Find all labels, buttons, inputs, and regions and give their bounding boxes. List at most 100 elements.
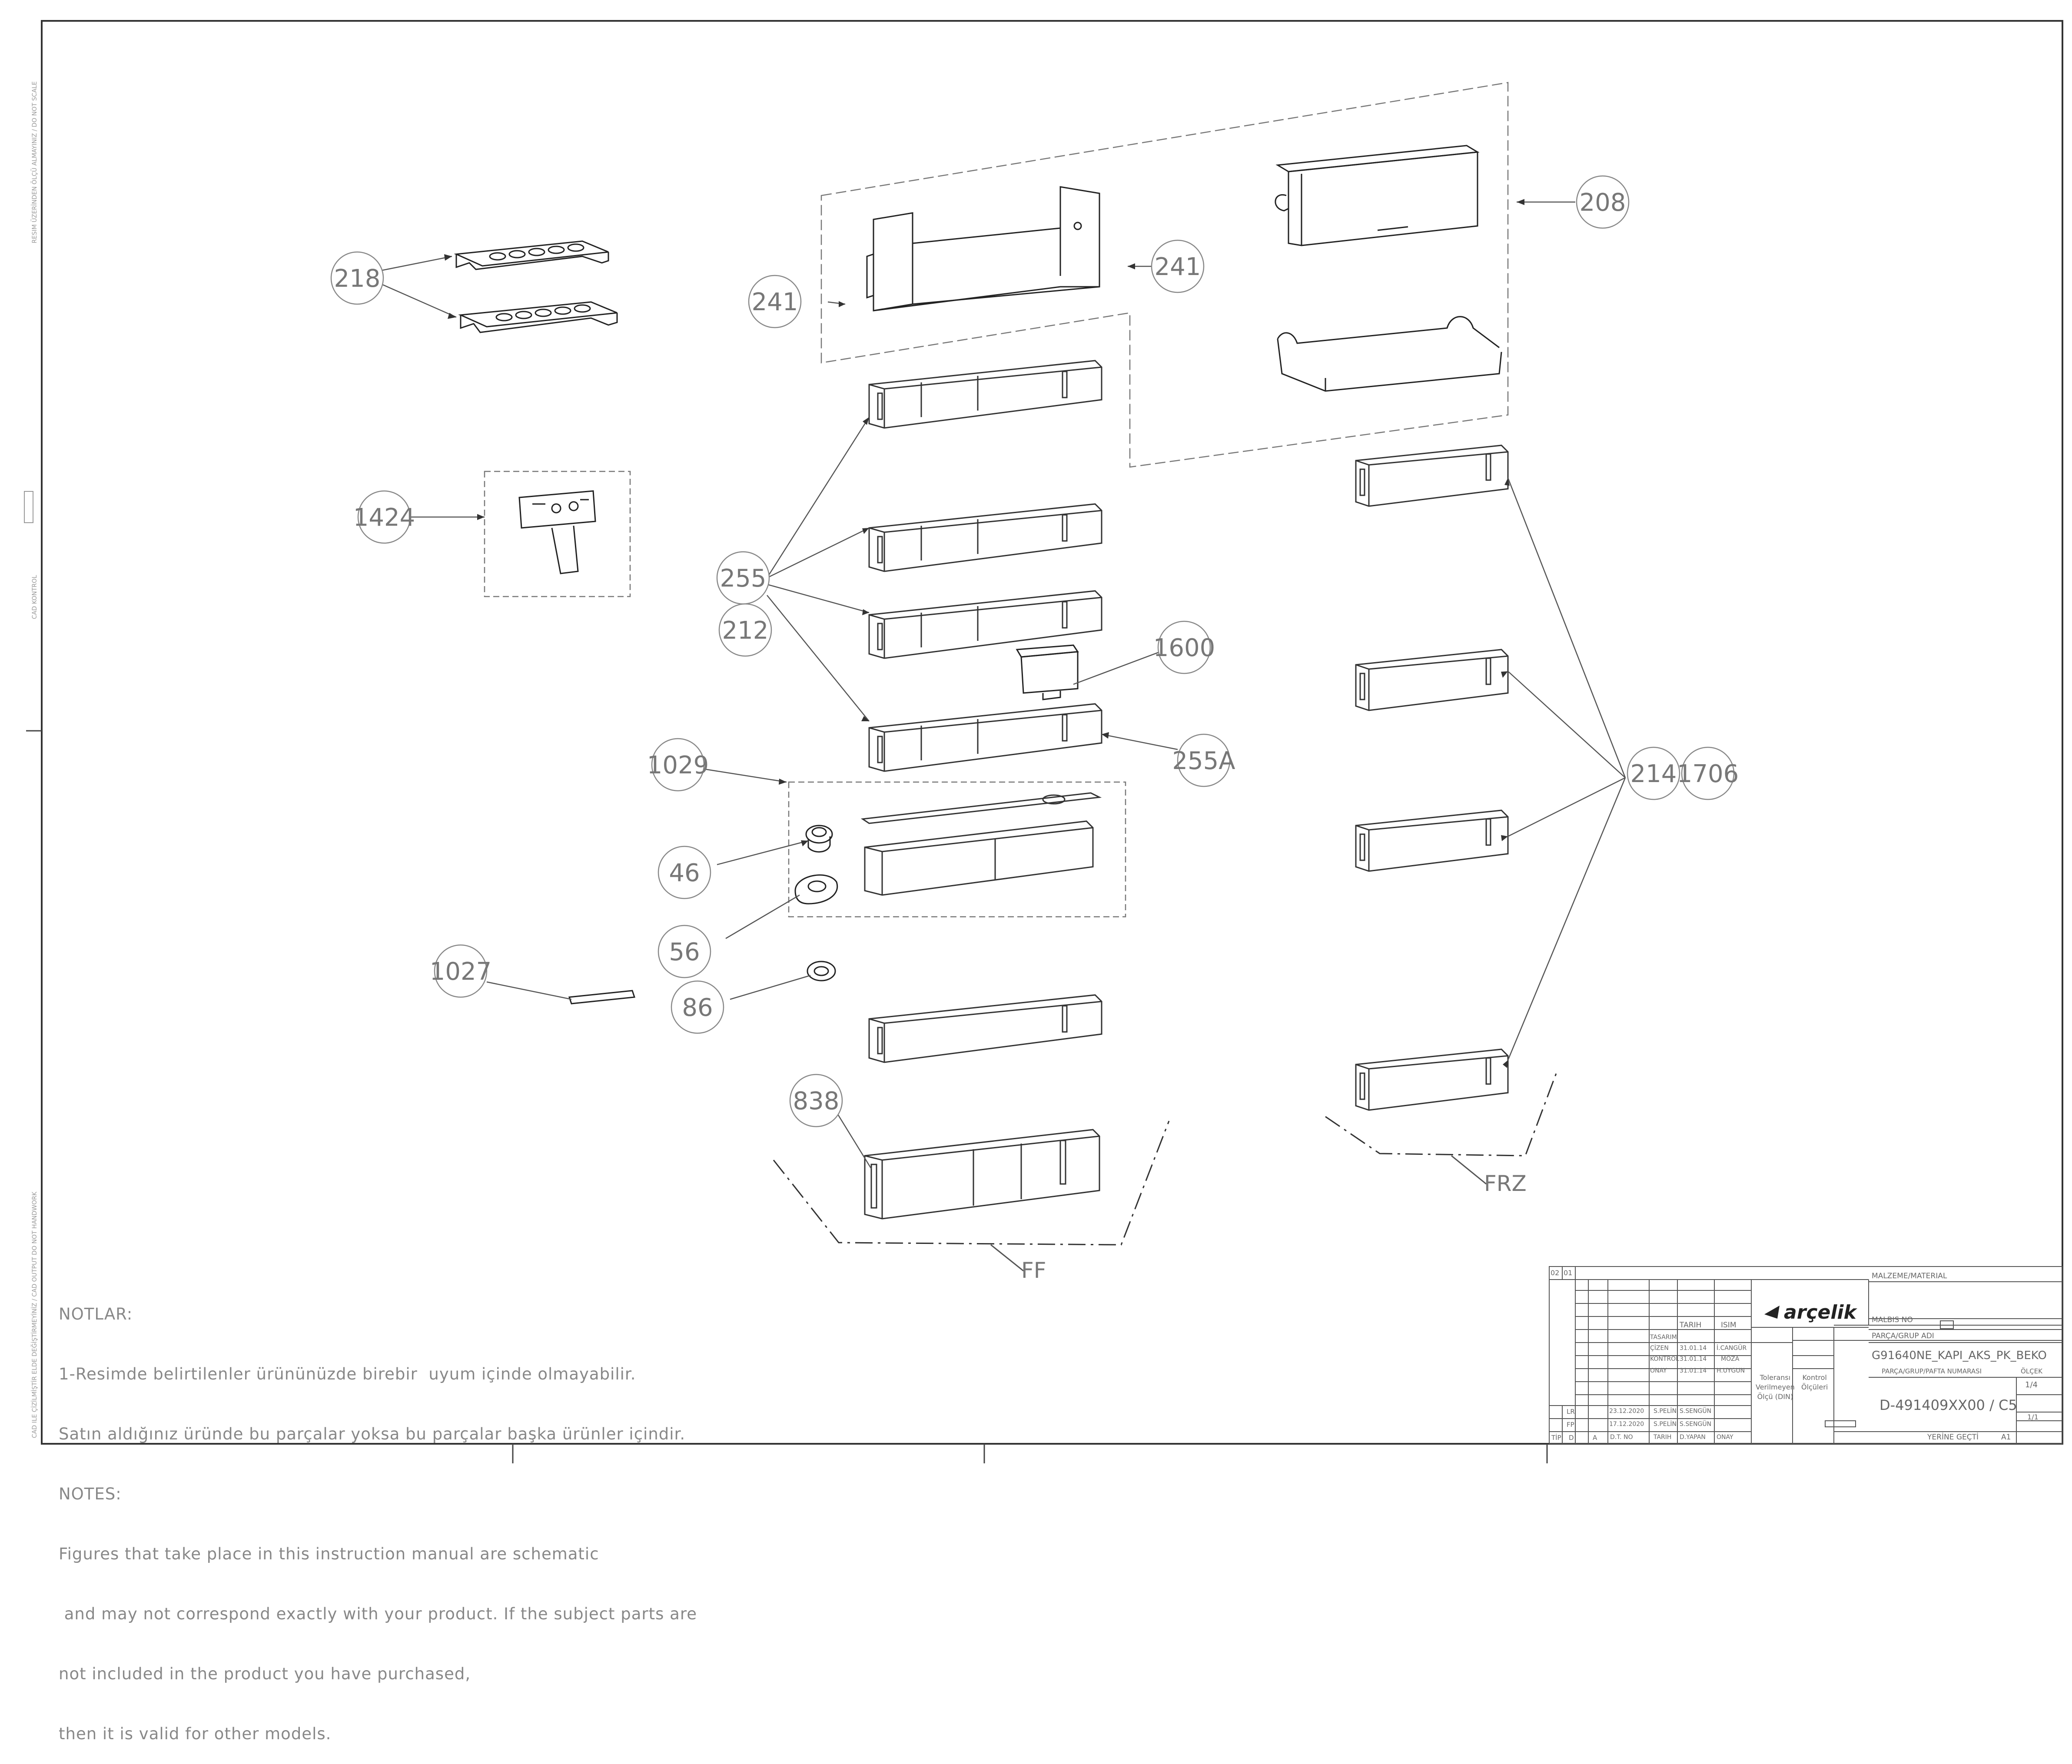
tb-scale-label: ÖLÇEK: [2021, 1367, 2042, 1375]
tb-onay-date: 31.01.14: [1680, 1367, 1707, 1374]
margin-note-cad-control: CAD KONTROL: [31, 575, 38, 619]
svg-text:1027: 1027: [430, 958, 492, 986]
freezer-bin-3: [1355, 809, 1509, 872]
egg-tray-top: [454, 240, 609, 270]
svg-text:838: 838: [793, 1087, 840, 1115]
tb-kontrol: KONTROL: [1650, 1356, 1680, 1363]
tb-foot-dyapan: D.YAPAN: [1680, 1434, 1706, 1441]
callout-1424: 1424: [353, 490, 415, 544]
zone-label-frz: FRZ: [1484, 1171, 1527, 1196]
zone-label-ff: FF: [1021, 1258, 1046, 1283]
tb-drawing-number: D-491409XX00 / C5: [1879, 1397, 2017, 1413]
tb-corner-01: 01: [1564, 1269, 1573, 1277]
tb-tasarim: TASARIM: [1650, 1334, 1677, 1341]
notes-block: NOTLAR: 1-Resimde belirtilenler ürününüz…: [59, 1264, 697, 1764]
tb-rev2-b: S.SENGÜN: [1680, 1421, 1712, 1428]
svg-text:56: 56: [669, 938, 700, 966]
svg-text:255A: 255A: [1172, 747, 1235, 775]
tb-control-dimensions: Kontrol Ölçüleri: [1801, 1373, 1828, 1391]
callout-214: 214: [1627, 746, 1680, 800]
margin-note-cad-output: CAD ILE ÇİZİLMİŞTİR ELDE DEĞİŞTİRMEYİNİZ…: [31, 1191, 38, 1438]
svg-text:255: 255: [720, 564, 767, 593]
svg-text:86: 86: [682, 994, 713, 1022]
callout-1027: 1027: [430, 944, 492, 998]
notes-line: Figures that take place in this instruct…: [59, 1545, 599, 1563]
svg-text:241: 241: [752, 288, 798, 316]
tb-tolerance: Toleransı Verilmeyen Ölçü (DIN): [1756, 1373, 1795, 1401]
callout-255A: 255A: [1172, 733, 1235, 787]
freezer-bin-2: [1355, 649, 1509, 711]
callout-46: 46: [657, 846, 711, 899]
tb-tarih: TARIH: [1680, 1321, 1702, 1330]
tb-malbis-label: MALBIS NO: [1872, 1316, 1913, 1324]
tb-material-label: MALZEME/MATERIAL: [1872, 1272, 1947, 1280]
tb-onay-name: H.UYGUN: [1717, 1367, 1745, 1374]
strip-part: [568, 990, 636, 1005]
bracket-shelf: [866, 186, 1100, 312]
tb-foot-tarih: TARIH: [1654, 1434, 1672, 1441]
svg-text:214: 214: [1630, 760, 1677, 788]
lidded-box: [1275, 145, 1480, 246]
svg-text:241: 241: [1155, 253, 1201, 281]
freezer-bin-4: [1355, 1048, 1509, 1111]
tb-kontrol-date: 31.01.14: [1680, 1356, 1707, 1363]
door-bin-4: [868, 703, 1102, 772]
callout-56: 56: [657, 925, 711, 978]
svg-text:208: 208: [1580, 189, 1626, 217]
svg-text:1600: 1600: [1153, 634, 1215, 662]
tb-foot-a: A: [1593, 1434, 1597, 1442]
tb-number-label: PARÇA/GRUP/PAFTA NUMARASI: [1882, 1367, 1982, 1375]
callout-838: 838: [789, 1074, 843, 1127]
callout-86: 86: [671, 980, 724, 1034]
lidded-bin: [860, 792, 1102, 896]
callout-1029: 1029: [647, 738, 709, 792]
ring-part: [807, 961, 836, 981]
freezer-bin-1: [1355, 444, 1509, 507]
tb-part-name-label: PARÇA/GRUP ADI: [1872, 1332, 1934, 1340]
door-bin-1: [868, 360, 1102, 429]
door-bin-5: [868, 994, 1102, 1063]
tb-rev1-b: S.SENGÜN: [1680, 1408, 1712, 1415]
tb-scale: 1/4: [2025, 1380, 2038, 1389]
margin-cad-box: [24, 491, 33, 523]
notes-line: and may not correspond exactly with your…: [59, 1605, 697, 1623]
callout-241-left: 241: [748, 275, 802, 328]
door-bin-large: [864, 1129, 1100, 1220]
brand-logo-mark: [1764, 1306, 1780, 1319]
tb-sheet-size: A1: [2001, 1433, 2011, 1442]
notes-line: Satın aldığınız üründe bu parçalar yoksa…: [59, 1425, 686, 1443]
small-cube: [1016, 644, 1079, 700]
notes-line: not included in the product you have pur…: [59, 1665, 471, 1683]
tb-corner-02: 02: [1551, 1269, 1560, 1277]
tb-foot-tip: TİP: [1551, 1434, 1561, 1442]
notes-heading-tr: NOTLAR:: [59, 1305, 133, 1323]
tb-cizen: ÇİZEN: [1650, 1345, 1669, 1352]
callout-1600: 1600: [1153, 620, 1215, 674]
tb-foot-dtno: D.T. NO: [1610, 1434, 1633, 1441]
svg-text:46: 46: [669, 859, 700, 887]
svg-text:1706: 1706: [1677, 760, 1739, 788]
tb-onay: ONAY: [1650, 1367, 1667, 1374]
tb-rev2-date: 17.12.2020: [1609, 1421, 1644, 1428]
notes-line: then it is valid for other models.: [59, 1724, 332, 1743]
callout-218: 218: [330, 251, 384, 305]
callout-1706: 1706: [1677, 746, 1739, 800]
tb-rev1-a: S.PELİN: [1654, 1408, 1677, 1415]
tb-cizen-date: 31.01.14: [1680, 1345, 1707, 1352]
tb-isim: ISIM: [1721, 1321, 1737, 1330]
tb-rev-lr: LR: [1567, 1408, 1575, 1416]
door-bin-2: [868, 503, 1102, 572]
tb-rev1-date: 23.12.2020: [1609, 1408, 1644, 1415]
tb-foot-d: D: [1569, 1434, 1574, 1442]
callout-241-right: 241: [1151, 239, 1205, 293]
svg-text:1029: 1029: [647, 751, 709, 779]
notes-heading-en: NOTES:: [59, 1485, 122, 1503]
knob-part: [805, 825, 833, 853]
exploded-parts-diagram: 218 241 241 208 1424 255 212 1600 255A 1…: [26, 20, 2063, 1463]
egg-tray-bottom: [458, 301, 618, 333]
svg-text:212: 212: [722, 617, 769, 645]
callout-255: 255: [716, 551, 770, 605]
brand-logo: arçelik: [1784, 1301, 1857, 1323]
tb-foot-onay: ONAY: [1717, 1434, 1733, 1441]
callout-208: 208: [1576, 175, 1630, 229]
